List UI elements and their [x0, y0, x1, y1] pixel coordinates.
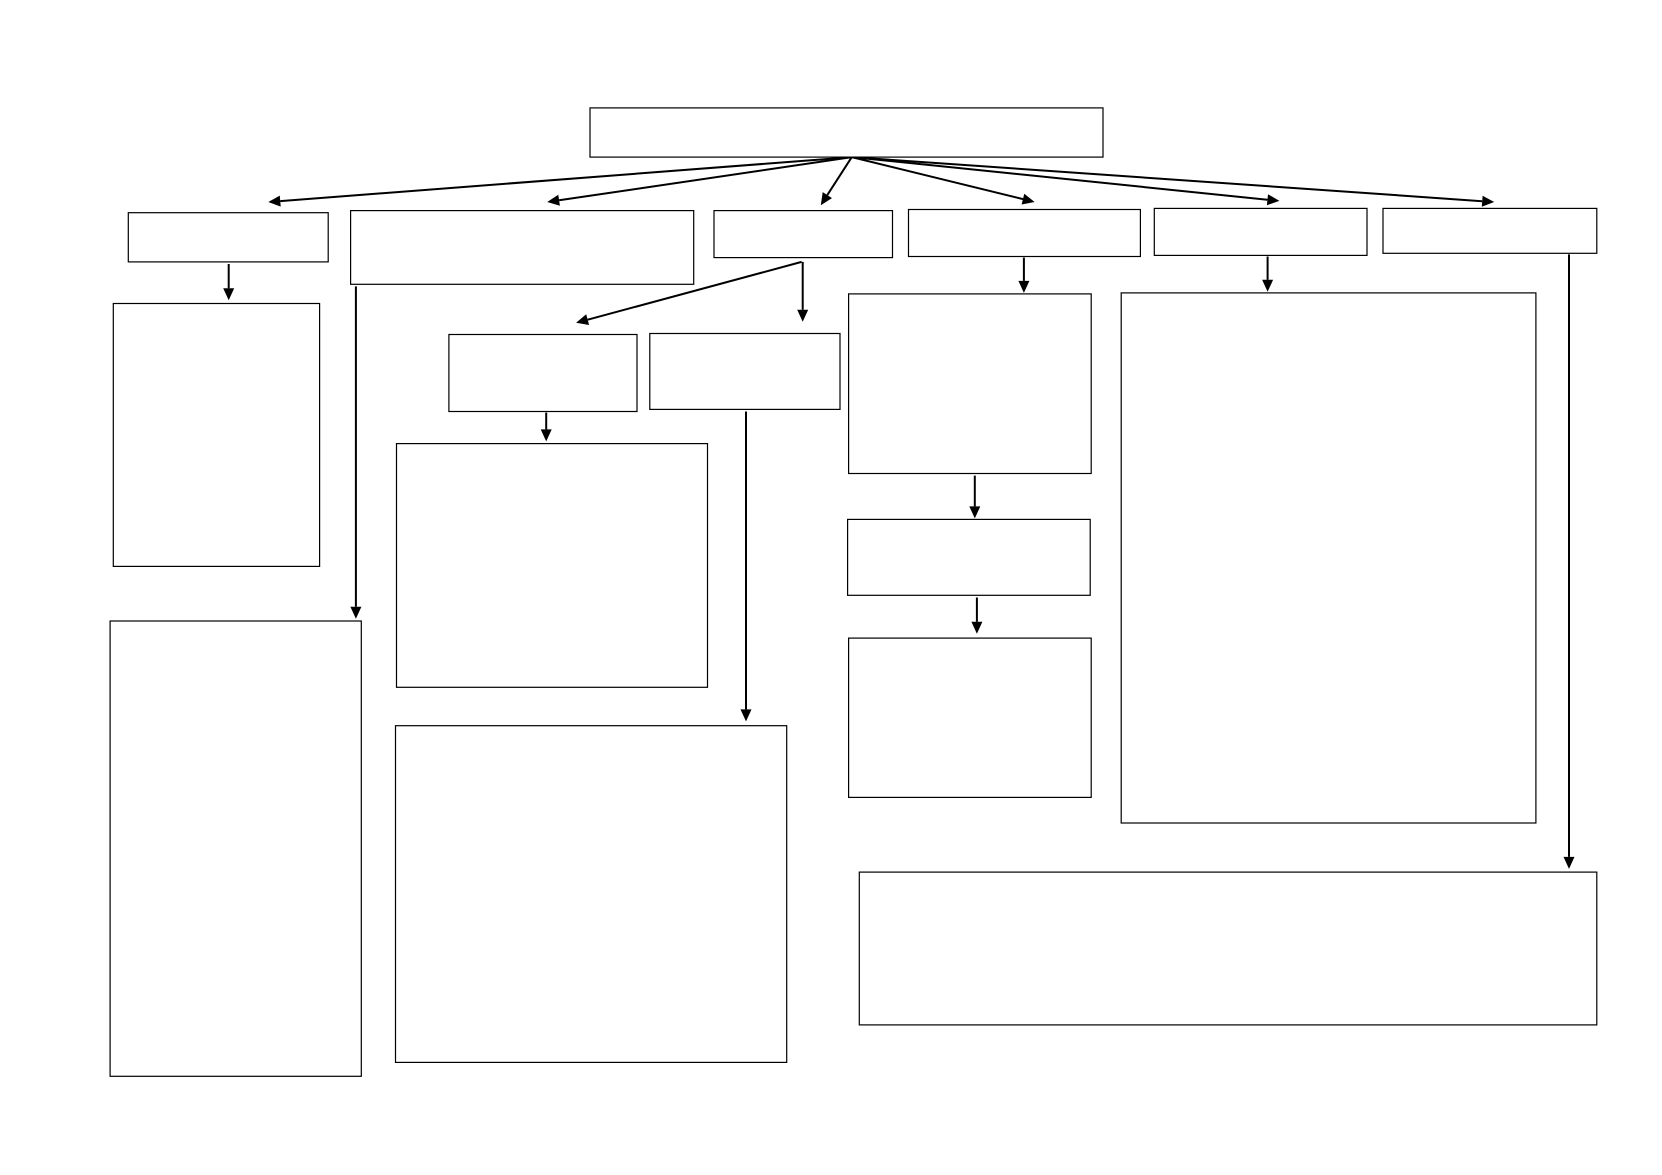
node-box: [109, 620, 362, 1077]
connector-root-to-branch-2: [547, 156, 852, 206]
arrowhead: [797, 309, 809, 322]
connectors-layer: [223, 156, 1575, 869]
connector-line: [851, 156, 1483, 203]
node-box: [112, 302, 321, 567]
node-box: [395, 443, 709, 688]
node-b1-detail: [112, 302, 321, 567]
node-branch-6: [1382, 207, 1598, 254]
connector-line: [826, 156, 853, 196]
arrowhead: [820, 192, 832, 206]
arrowhead: [1563, 856, 1575, 869]
arrowhead: [223, 288, 235, 301]
arrowhead: [268, 195, 281, 207]
node-branch-2: [350, 210, 695, 285]
node-branch-5: [1153, 207, 1368, 256]
node-b3-sub-a: [448, 333, 638, 413]
connector-b4-detail-2-to-b4-detail-3: [971, 597, 983, 634]
node-box: [847, 293, 1092, 475]
node-branch-4: [907, 208, 1141, 258]
node-box: [907, 208, 1141, 258]
arrowhead: [1266, 194, 1280, 206]
connector-line: [851, 156, 1268, 201]
connector-root-to-branch-3: [820, 156, 853, 206]
node-box: [448, 333, 638, 413]
node-b3b-detail: [394, 725, 788, 1064]
connector-branch-5-to-b5-detail: [1262, 256, 1274, 292]
node-b3-sub-b: [649, 332, 841, 411]
connector-line: [280, 156, 852, 203]
node-box: [1120, 292, 1537, 824]
arrowhead: [971, 621, 983, 634]
arrowhead: [969, 506, 981, 519]
node-box: [394, 725, 788, 1064]
connector-branch-2-to-b2-detail: [350, 286, 362, 619]
node-root: [589, 107, 1104, 158]
arrowhead: [576, 314, 590, 325]
node-branch-3: [713, 210, 894, 259]
arrowhead: [350, 606, 362, 619]
node-box: [350, 210, 695, 285]
node-b4-detail-2: [846, 518, 1091, 596]
arrowhead: [740, 709, 752, 722]
node-b4-detail-1: [847, 293, 1092, 475]
connector-root-to-branch-6: [851, 156, 1495, 207]
connector-branch-6-to-b6-detail: [1563, 254, 1575, 869]
node-b4-detail-3: [847, 637, 1092, 798]
node-b2-detail: [109, 620, 362, 1077]
node-b5-detail: [1120, 292, 1537, 824]
node-branch-1: [127, 212, 329, 263]
node-box: [589, 107, 1104, 158]
connector-branch-4-to-b4-detail-1: [1018, 257, 1030, 293]
node-box: [847, 637, 1092, 798]
boxes-layer: [109, 107, 1598, 1077]
connector-b3-sub-a-to-b3a-detail: [540, 412, 552, 442]
arrowhead: [547, 194, 560, 206]
arrowhead: [1021, 193, 1035, 205]
connector-branch-1-to-b1-detail: [223, 264, 235, 301]
node-box: [1153, 207, 1368, 256]
node-box: [858, 871, 1598, 1026]
connector-root-to-branch-5: [851, 156, 1280, 206]
connector-line: [558, 156, 852, 202]
connector-line: [587, 260, 802, 321]
connector-root-to-branch-4: [851, 156, 1035, 205]
node-b3a-detail: [395, 443, 709, 688]
arrowhead: [1018, 280, 1030, 293]
node-box: [1382, 207, 1598, 254]
arrowhead: [1262, 279, 1274, 292]
arrowhead: [1481, 195, 1495, 207]
node-box: [846, 518, 1091, 596]
node-box: [713, 210, 894, 259]
node-box: [127, 212, 329, 263]
arrowhead: [540, 429, 552, 442]
connector-b4-detail-1-to-b4-detail-2: [969, 475, 981, 519]
node-box: [649, 332, 841, 411]
node-b6-detail: [858, 871, 1598, 1026]
connector-branch-3-to-b3-sub-b: [797, 261, 809, 322]
connector-line: [851, 156, 1024, 201]
connector-b3-sub-b-to-b3b-detail: [740, 411, 752, 722]
connector-branch-3-to-b3-sub-a: [576, 260, 802, 325]
connector-root-to-branch-1: [268, 156, 852, 207]
